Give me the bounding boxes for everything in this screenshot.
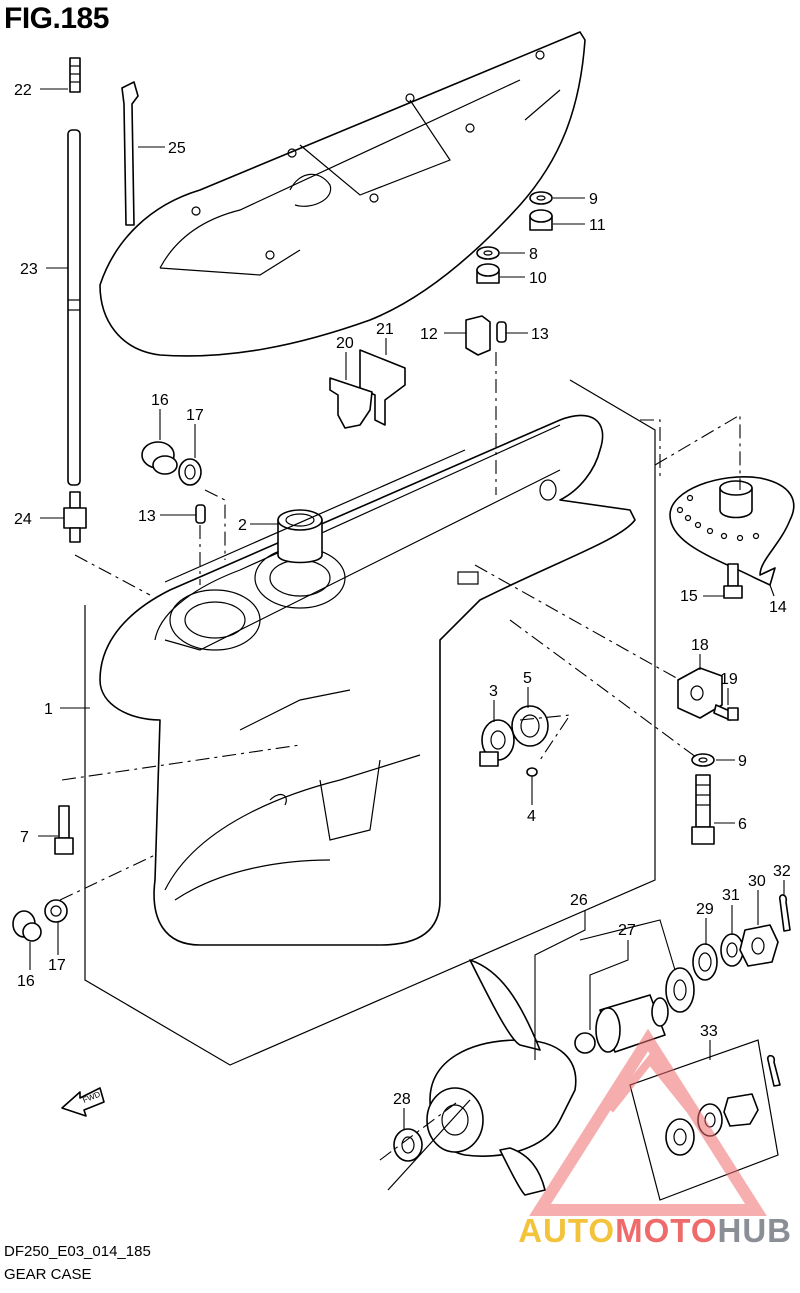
callout-6: 6 (738, 816, 747, 833)
callout-23: 23 (20, 261, 38, 278)
part-16-plug-lower (12, 910, 42, 942)
part-26-washer (665, 967, 695, 1013)
part-23-shaft (67, 129, 81, 486)
section-name: GEAR CASE (4, 1266, 92, 1283)
part-4-key (526, 767, 538, 777)
callout-7: 7 (20, 829, 29, 846)
callout-8: 8 (529, 246, 538, 263)
part-14-trim-tab (669, 476, 795, 586)
part-8-washer (476, 246, 500, 260)
watermark-logo-icon (529, 1028, 767, 1216)
brand-auto: AUTO (518, 1212, 616, 1249)
watermark-brand: AUTOMOTOHUB (518, 1212, 792, 1250)
part-15-bolt (723, 563, 743, 599)
callout-33: 33 (700, 1023, 718, 1040)
part-7-bolt (54, 805, 74, 855)
part-30-castle-nut (739, 924, 779, 967)
part-22-fitting (69, 57, 81, 93)
callout-20: 20 (336, 335, 354, 352)
frame-lines (84, 379, 656, 1191)
callout-9-top: 9 (589, 191, 598, 208)
callout-27: 27 (618, 922, 636, 939)
callout-4: 4 (527, 808, 536, 825)
guide-lines (59, 352, 741, 1161)
callout-13-top: 13 (531, 326, 549, 343)
callout-31: 31 (722, 887, 740, 904)
callout-16-lower: 16 (17, 973, 35, 990)
callout-3: 3 (489, 683, 498, 700)
upper-cover (99, 31, 586, 357)
callout-15: 15 (680, 588, 698, 605)
part-10-nut (476, 263, 500, 284)
leader-lines (29, 88, 785, 1130)
fwd-arrow-icon: FWD (61, 1087, 105, 1117)
callout-labels: 22 25 23 24 9 11 8 10 12 13 21 20 16 17 … (14, 82, 791, 1108)
part-5-bearing (511, 705, 549, 747)
callout-2: 2 (238, 517, 247, 534)
part-28-spacer (393, 1128, 423, 1162)
part-16-plug-upper (141, 441, 178, 475)
part-6-bolt (691, 774, 715, 845)
part-32-cotter-pin (778, 894, 791, 932)
callout-21: 21 (376, 321, 394, 338)
callout-16-top: 16 (151, 392, 169, 409)
propeller (426, 959, 577, 1196)
part-13-pin-top (496, 321, 507, 343)
callout-25: 25 (168, 140, 186, 157)
part-24-fitting (63, 491, 87, 543)
callout-19: 19 (720, 671, 738, 688)
part-1-gear-case (99, 414, 636, 946)
callout-5: 5 (523, 670, 532, 687)
callout-18: 18 (691, 637, 709, 654)
part-11-nut (529, 209, 553, 231)
part-9-washer-lower (691, 753, 715, 767)
callout-17-top: 17 (186, 407, 204, 424)
callout-10: 10 (529, 270, 547, 287)
callout-22: 22 (14, 82, 32, 99)
callout-14: 14 (769, 599, 787, 616)
part-19-screw (713, 704, 739, 721)
callout-24: 24 (14, 511, 32, 528)
part-12-anode (465, 315, 491, 356)
callout-30: 30 (748, 873, 766, 890)
part-17-gasket-lower (44, 899, 68, 923)
callout-11: 11 (589, 217, 606, 234)
brand-moto: MOTO (615, 1212, 718, 1249)
part-17-gasket-upper (178, 458, 202, 486)
brand-hub: HUB (717, 1212, 792, 1249)
callout-28: 28 (393, 1091, 411, 1108)
figure-title: FIG.185 (4, 2, 109, 35)
reference-code: DF250_E03_014_185 (4, 1243, 151, 1260)
part-29-washer (692, 943, 718, 981)
callout-29: 29 (696, 901, 714, 918)
part-3-gear (479, 719, 515, 767)
callout-1: 1 (44, 701, 53, 718)
part-2-bushing (277, 509, 323, 564)
callout-17-lower: 17 (48, 957, 66, 974)
part-20-anode-block (329, 377, 373, 429)
callout-12: 12 (420, 326, 438, 343)
callout-32: 32 (773, 863, 791, 880)
callout-9-lower: 9 (738, 753, 747, 770)
callout-26: 26 (570, 892, 588, 909)
part-9-washer-top (529, 191, 553, 205)
callout-13-mid: 13 (138, 508, 156, 525)
part-13-pin-mid (195, 504, 206, 524)
part-25-cable-tie (121, 81, 139, 226)
